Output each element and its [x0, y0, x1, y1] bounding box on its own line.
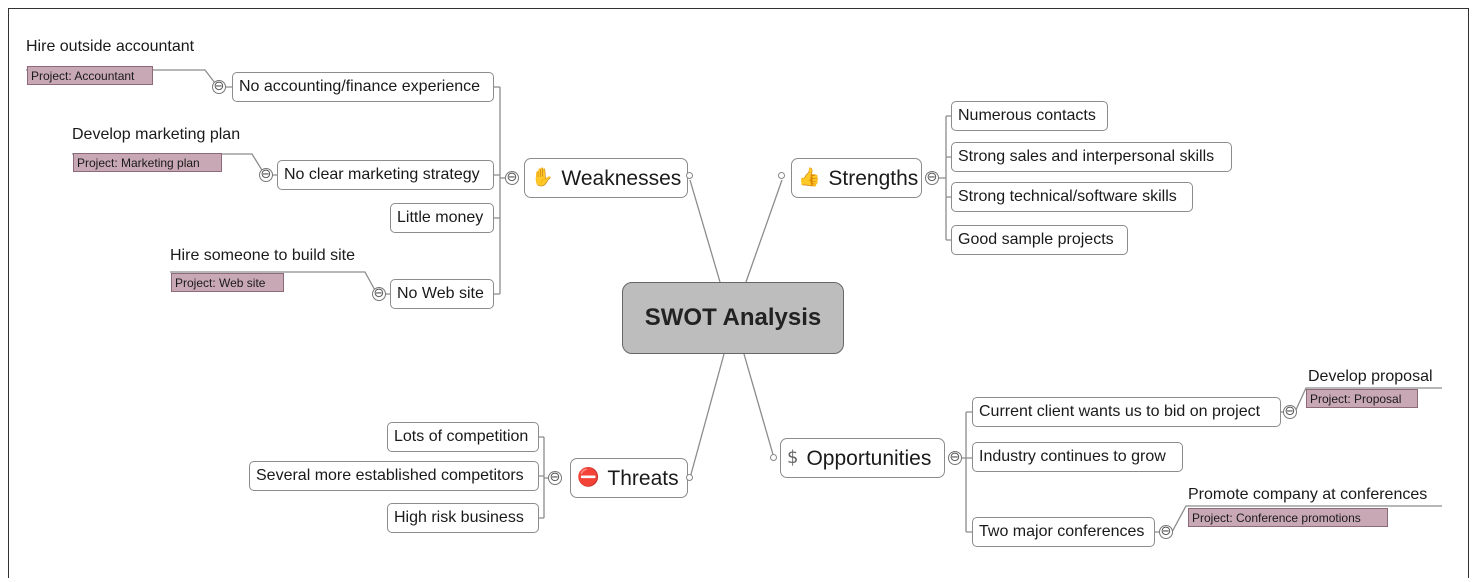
collapse-conferences-icon[interactable]: ⊖ — [1159, 524, 1173, 539]
canvas-frame — [8, 8, 1469, 578]
strength-item-sales[interactable]: Strong sales and interpersonal skills — [951, 142, 1232, 172]
branch-threats[interactable]: ⛔ Threats — [570, 458, 688, 498]
callout-proposal[interactable]: Develop proposal — [1308, 368, 1433, 385]
branch-weaknesses[interactable]: ✋ Weaknesses — [524, 158, 688, 198]
collapse-marketing-icon[interactable]: ⊖ — [259, 167, 273, 182]
weakness-item-marketing[interactable]: No clear marketing strategy — [277, 160, 494, 190]
branch-connector-dot — [686, 474, 693, 481]
weakness-item-money[interactable]: Little money — [390, 203, 494, 233]
branch-weaknesses-label: Weaknesses — [561, 166, 682, 190]
branch-opportunities-label: Opportunities — [806, 446, 932, 470]
collapse-accounting-icon[interactable]: ⊖ — [212, 79, 226, 94]
branch-connector-dot — [686, 172, 693, 179]
opportunity-item-bid[interactable]: Current client wants us to bid on projec… — [972, 397, 1281, 427]
weakness-item-accounting[interactable]: No accounting/finance experience — [232, 72, 494, 102]
project-tag-accountant[interactable]: Project: Accountant — [27, 66, 153, 85]
branch-connector-dot — [770, 454, 777, 461]
collapse-threats-icon[interactable]: ⊖ — [548, 470, 562, 485]
branch-strengths-label: Strengths — [828, 166, 919, 190]
project-tag-marketing[interactable]: Project: Marketing plan — [73, 153, 222, 172]
dollar-icon: $ — [787, 447, 799, 468]
stop-sign-icon: ⛔ — [577, 467, 600, 488]
thumbs-up-icon: 👍 — [798, 167, 821, 188]
collapse-weaknesses-icon[interactable]: ⊖ — [505, 170, 519, 185]
thumbs-down-icon: ✋ — [531, 167, 554, 188]
weakness-item-website[interactable]: No Web site — [390, 279, 494, 309]
collapse-strengths-icon[interactable]: ⊖ — [925, 170, 939, 185]
callout-accountant[interactable]: Hire outside accountant — [26, 38, 195, 55]
branch-threats-label: Threats — [607, 466, 679, 490]
opportunity-item-industry[interactable]: Industry continues to grow — [972, 442, 1183, 472]
threat-item-competition[interactable]: Lots of competition — [387, 422, 539, 452]
threat-item-established[interactable]: Several more established competitors — [249, 461, 539, 491]
collapse-website-icon[interactable]: ⊖ — [372, 286, 386, 301]
central-topic[interactable]: SWOT Analysis — [622, 282, 844, 354]
branch-strengths[interactable]: 👍 Strengths — [791, 158, 922, 198]
callout-marketing[interactable]: Develop marketing plan — [72, 126, 241, 143]
project-tag-website[interactable]: Project: Web site — [171, 273, 284, 292]
callout-conferences[interactable]: Promote company at conferences — [1188, 486, 1428, 503]
branch-connector-dot — [778, 172, 785, 179]
project-tag-conferences[interactable]: Project: Conference promotions — [1188, 508, 1388, 527]
collapse-opportunities-icon[interactable]: ⊖ — [948, 450, 962, 465]
strength-item-samples[interactable]: Good sample projects — [951, 225, 1128, 255]
strength-item-contacts[interactable]: Numerous contacts — [951, 101, 1108, 131]
opportunity-item-conferences[interactable]: Two major conferences — [972, 517, 1155, 547]
collapse-bid-icon[interactable]: ⊖ — [1283, 404, 1297, 419]
callout-website[interactable]: Hire someone to build site — [170, 247, 355, 264]
strength-item-technical[interactable]: Strong technical/software skills — [951, 182, 1193, 212]
branch-opportunities[interactable]: $ Opportunities — [780, 438, 945, 478]
threat-item-risk[interactable]: High risk business — [387, 503, 539, 533]
project-tag-proposal[interactable]: Project: Proposal — [1306, 389, 1418, 408]
